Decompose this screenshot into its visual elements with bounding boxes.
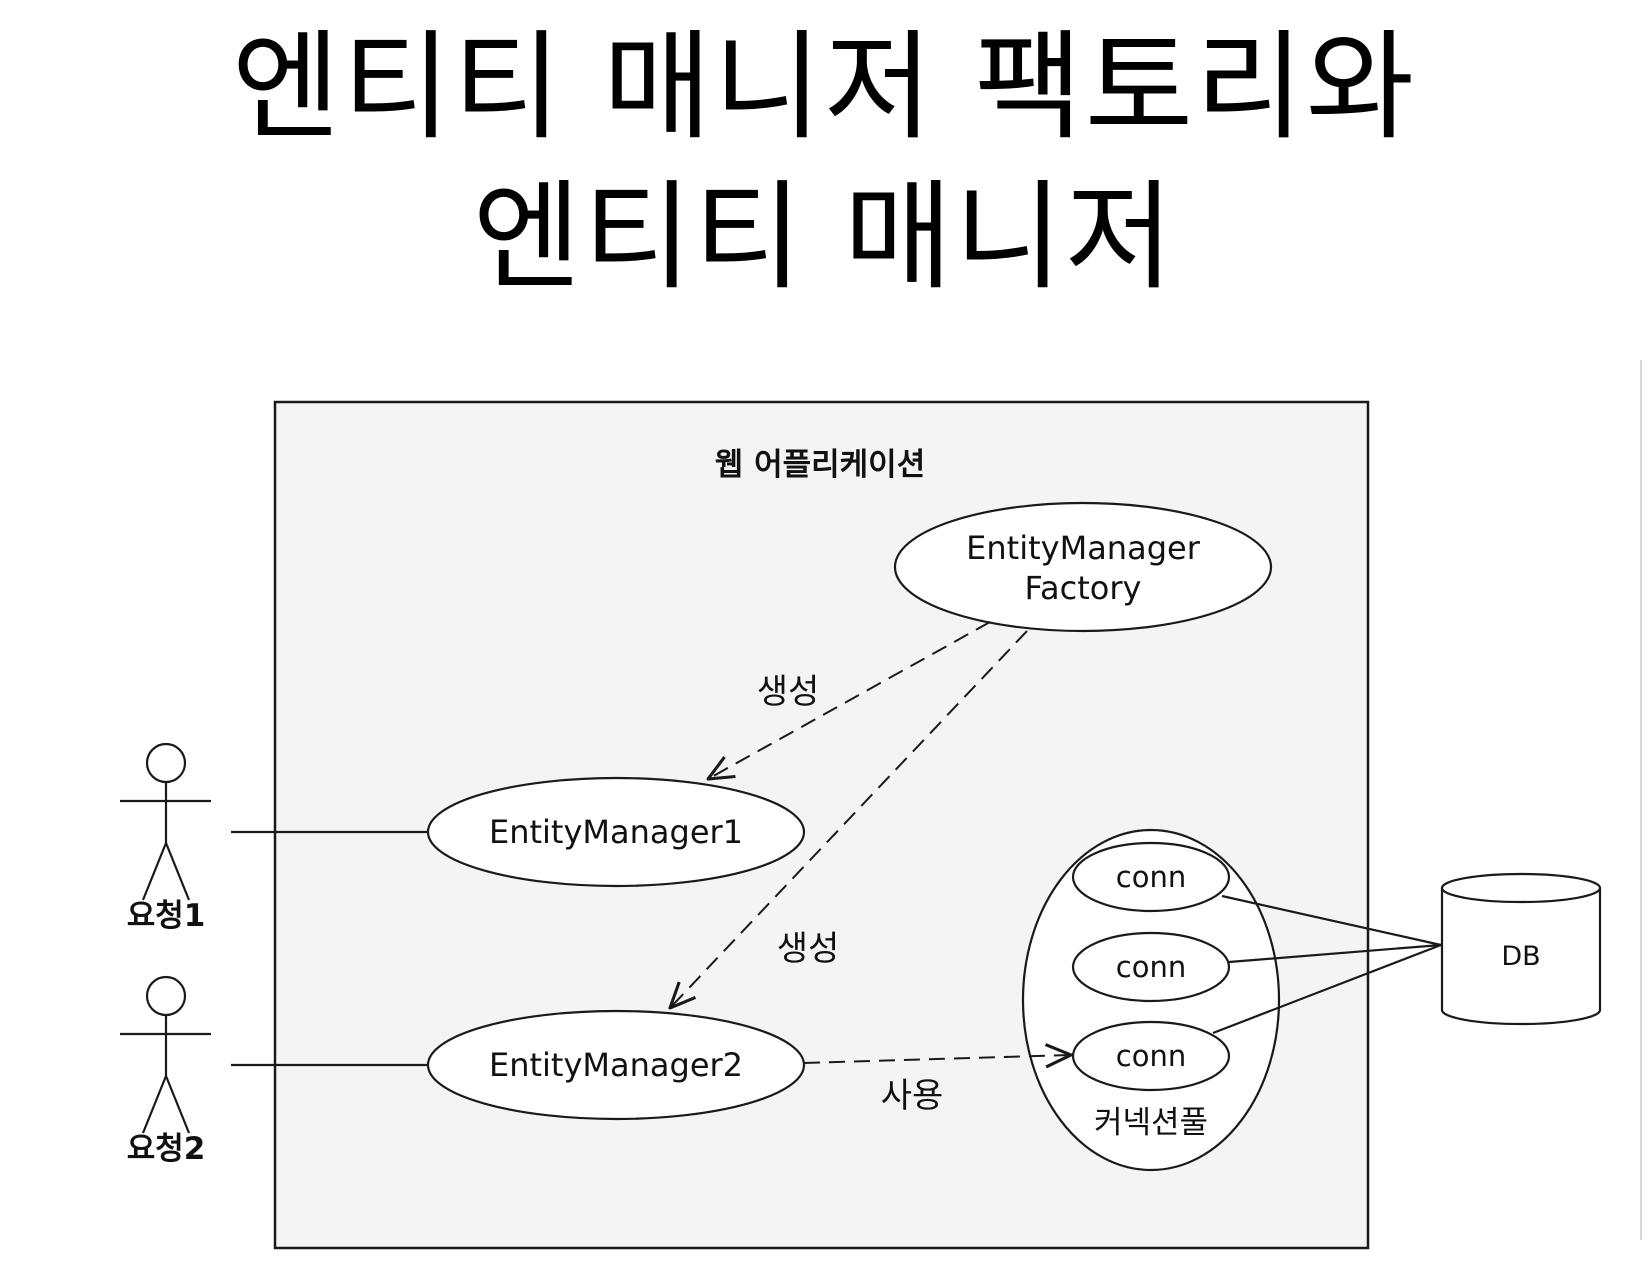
conn-2: conn: [1071, 931, 1231, 1003]
page-title-line-2: 엔티티 매니저: [472, 168, 1176, 306]
conn-3-db-link: [1212, 943, 1442, 1035]
conn-2-label: conn: [1116, 950, 1186, 984]
connection-pool-node: conn conn conn 커넥션풀: [1021, 828, 1281, 1172]
em1-label: EntityManager1: [489, 813, 743, 851]
actor-1-label: 요청1: [127, 898, 206, 934]
connection-pool-label: 커넥션풀: [1094, 1105, 1208, 1141]
use-label: 사용: [881, 1076, 944, 1116]
database-node: DB: [1440, 872, 1602, 1026]
actor-request-1: 요청1: [120, 742, 211, 934]
db-label: DB: [1501, 941, 1540, 972]
conn-1-label: conn: [1116, 860, 1186, 894]
conn-3: conn: [1071, 1020, 1231, 1092]
create-label-1: 생성: [757, 672, 820, 712]
right-divider: [1640, 360, 1642, 1240]
create-arrow-em2: [670, 630, 1028, 1008]
create-label-2: 생성: [777, 929, 840, 969]
factory-label-line1: EntityManager: [966, 529, 1201, 567]
factory-label-line2: Factory: [1025, 569, 1142, 607]
use-arrow: [803, 1055, 1071, 1063]
conn-2-db-link: [1228, 943, 1442, 964]
conn-3-label: conn: [1116, 1039, 1186, 1073]
entity-manager-factory-node: EntityManager Factory: [893, 501, 1273, 633]
entity-manager-2-node: EntityManager2: [426, 1009, 806, 1121]
conn-1-db-link: [1221, 894, 1442, 947]
em2-label: EntityManager2: [489, 1046, 743, 1084]
actor-request-2: 요청2: [120, 975, 211, 1167]
create-arrow-em1: [708, 621, 991, 779]
page-title-line-1: 엔티티 매니저 팩토리와: [231, 18, 1417, 156]
conn-1: conn: [1071, 841, 1231, 913]
container-label: 웹 어플리케이션: [715, 447, 925, 483]
actor-2-label: 요청2: [127, 1131, 206, 1167]
entity-manager-1-node: EntityManager1: [426, 776, 806, 888]
